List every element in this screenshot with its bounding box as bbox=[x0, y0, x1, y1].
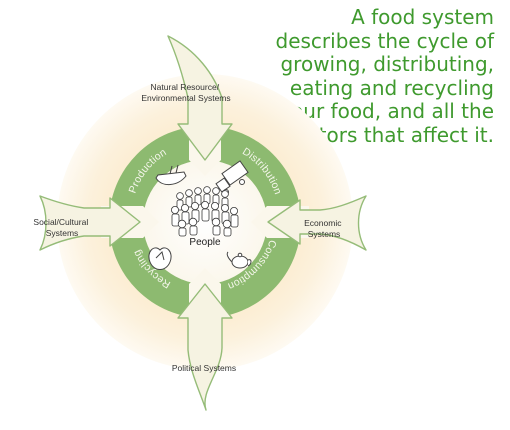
natural-systems-arrow bbox=[167, 35, 233, 161]
caption-line: our food, and all the bbox=[291, 99, 494, 123]
caption-line: eating and recycling bbox=[289, 75, 494, 100]
recycle-bin-icon bbox=[148, 247, 172, 270]
system-arrows bbox=[39, 35, 367, 411]
teapot-icon bbox=[226, 251, 252, 269]
social-systems-arrow bbox=[39, 195, 141, 251]
boat-icon bbox=[155, 164, 187, 185]
natural-systems-label: Natural Resource/ Environmental Systems bbox=[141, 82, 230, 103]
crowd-icon bbox=[170, 186, 239, 237]
caption-line: describes the cycle of bbox=[275, 28, 494, 53]
caption-line: A food system bbox=[351, 5, 494, 29]
political-systems-label: Political Systems bbox=[172, 363, 236, 373]
caption-line: factors that affect it. bbox=[288, 122, 494, 147]
social-systems-label: Social/Cultural Systems bbox=[33, 217, 90, 238]
economic-systems-arrow bbox=[267, 195, 367, 251]
truck-icon bbox=[215, 160, 249, 195]
political-systems-arrow bbox=[177, 283, 233, 411]
inner-circle bbox=[143, 160, 267, 284]
economic-systems-label: Economic Systems bbox=[304, 218, 344, 239]
caption-line: growing, distributing, bbox=[280, 52, 494, 76]
caption-text: A food system describes the cycle of gro… bbox=[204, 5, 494, 147]
center-label-people: People bbox=[189, 237, 221, 248]
